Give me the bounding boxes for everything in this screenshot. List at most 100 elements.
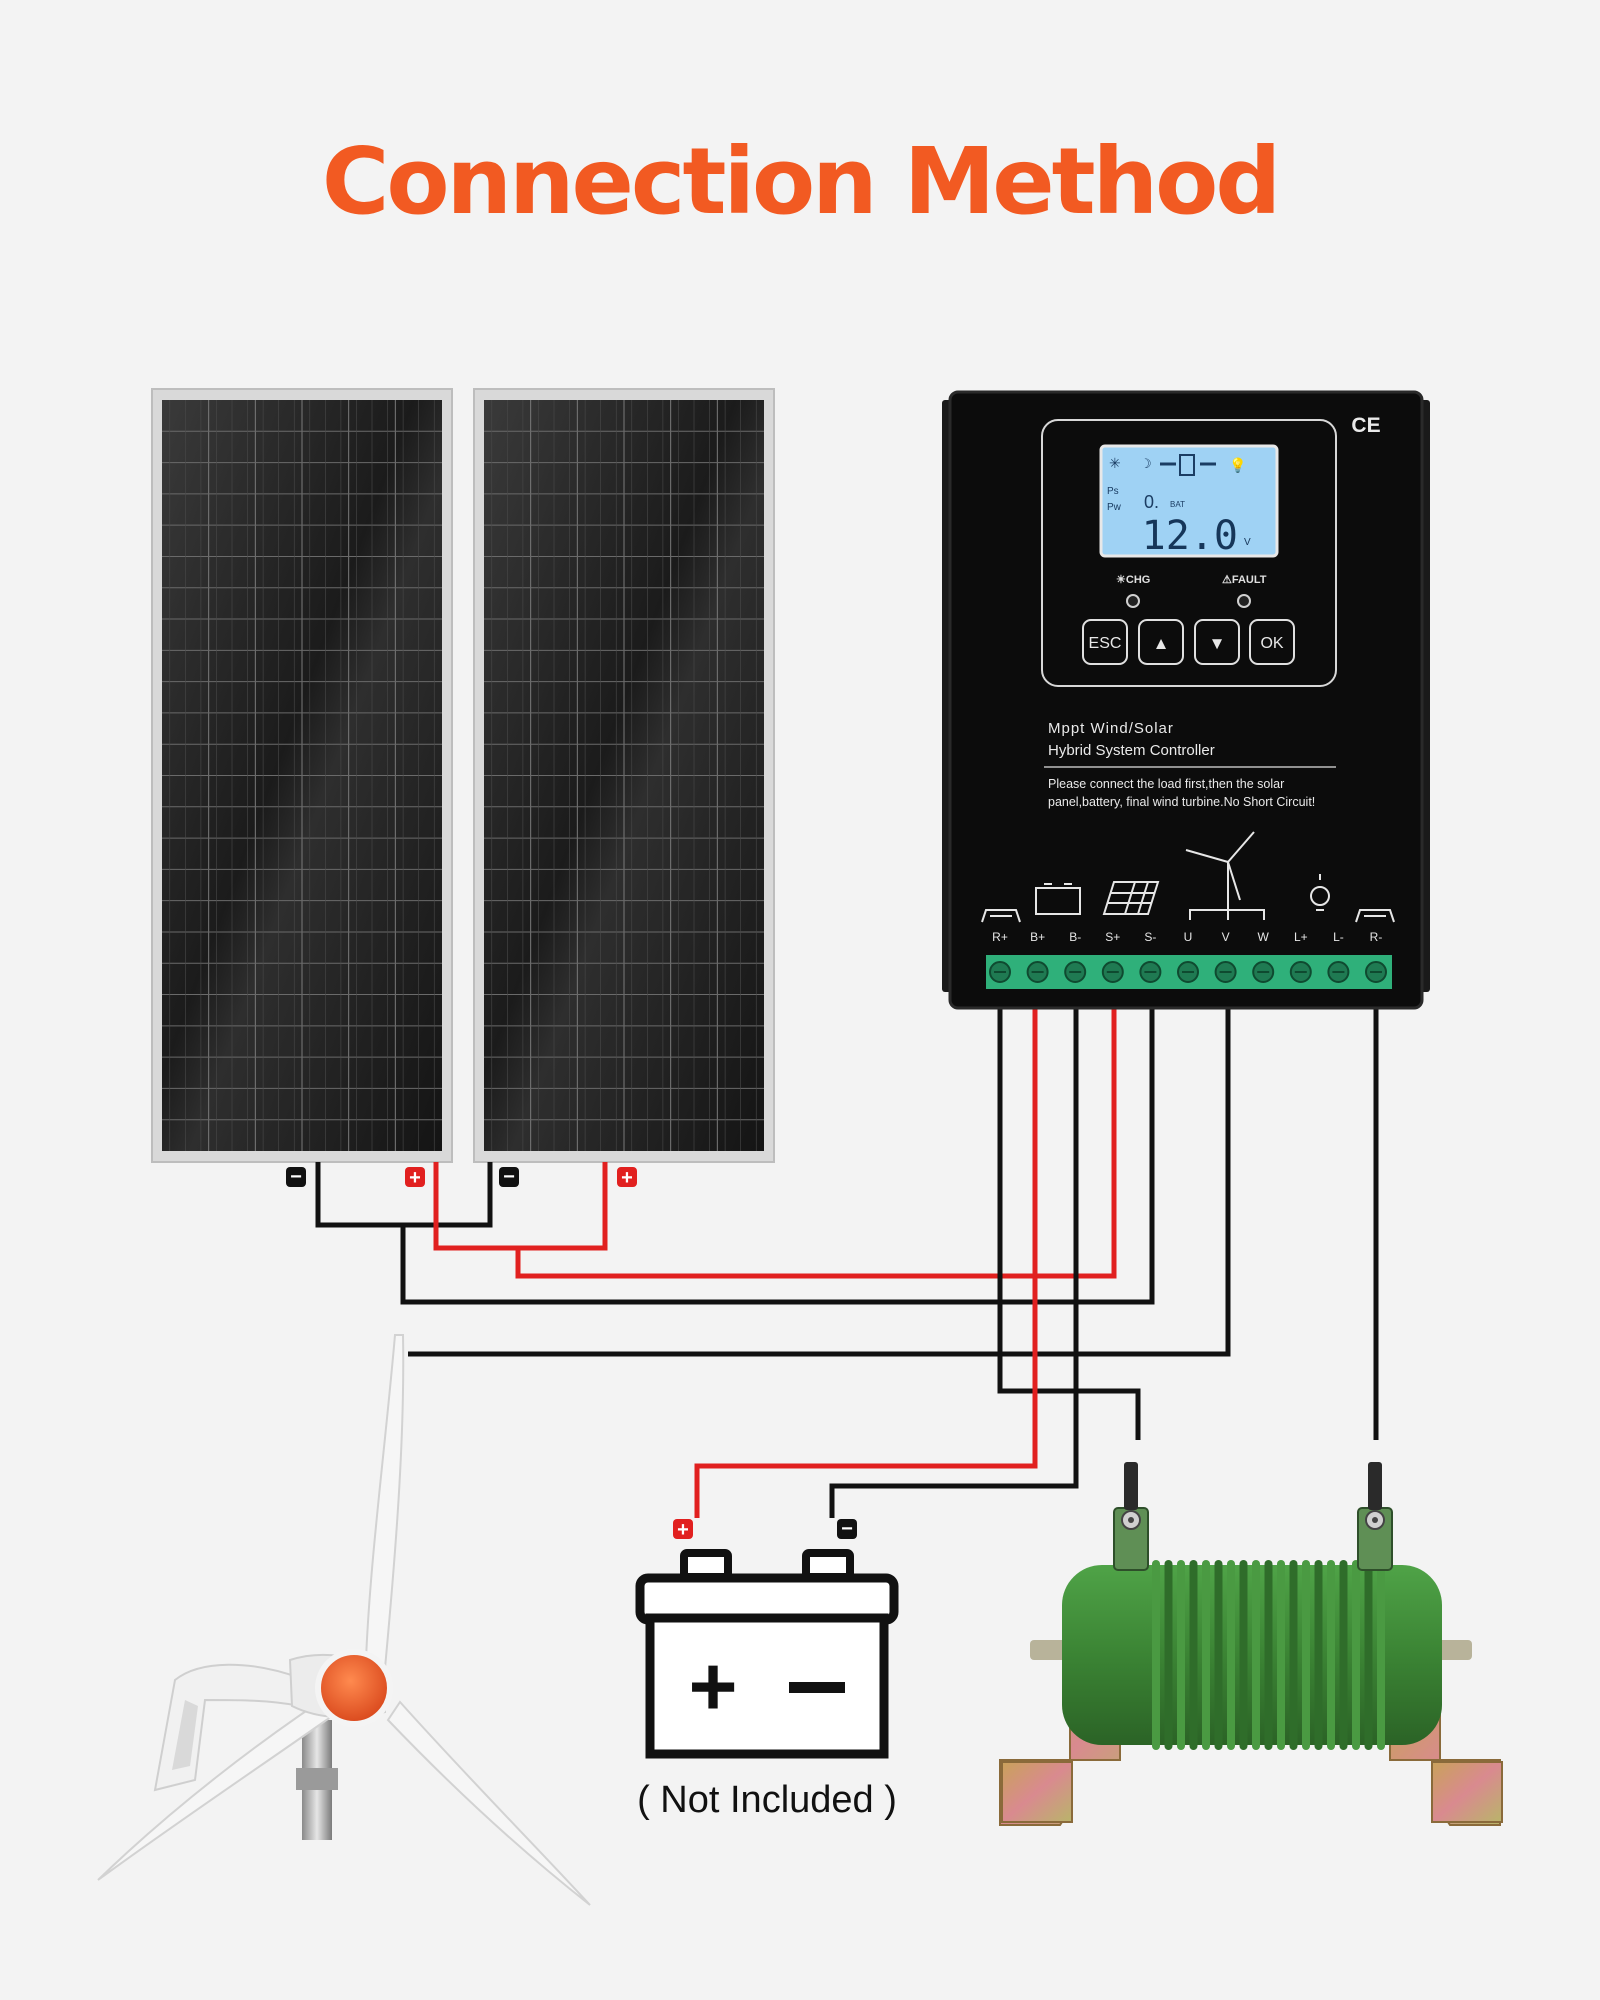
resistor-winding [1177, 1560, 1185, 1750]
lcd-screen: ✳ ☽ 💡 Ps Pw 0. BAT 12.0 V [1099, 444, 1279, 559]
esc-button-label: ESC [1089, 635, 1122, 652]
panel1-negative-terminal: − [286, 1166, 306, 1188]
terminal-label-w: W [1258, 930, 1270, 944]
resistor-terminal-left [1113, 1462, 1149, 1571]
up-button[interactable]: ▲ [1138, 619, 1184, 665]
panel-cell-grid [484, 400, 764, 1151]
panel1-positive-terminal: + [405, 1167, 425, 1189]
wind-turbine [97, 1334, 591, 1906]
panel2-negative-terminal: − [499, 1166, 519, 1188]
svg-text:+: + [677, 1519, 689, 1541]
battery-positive-symbol: + [688, 1639, 737, 1733]
battery-positive-wire [694, 1008, 1038, 1518]
resistor-winding [1152, 1560, 1160, 1750]
page-title: Connection Method [321, 128, 1281, 235]
negative-sign: − [290, 1166, 302, 1188]
sun-icon: ✳ [1109, 455, 1121, 471]
terminal-label-lminus: L- [1333, 930, 1344, 944]
resistor-winding [1202, 1560, 1210, 1750]
terminal-label-u: U [1184, 930, 1193, 944]
dump-load-positive-wire [997, 1008, 1141, 1440]
resistor-winding [1339, 1560, 1348, 1750]
resistor-winding [1189, 1560, 1198, 1750]
wires [315, 1008, 1379, 1518]
positive-sign: + [409, 1167, 421, 1189]
controller-name-line1: Mppt Wind/Solar [1048, 720, 1174, 737]
solar-negative-wire [400, 1008, 1155, 1305]
fault-led [1237, 594, 1251, 608]
solar-positive-wire [515, 1008, 1117, 1279]
terminal-label-bminus: B- [1069, 930, 1081, 944]
resistor-winding [1364, 1560, 1373, 1750]
turbine-tail [153, 1663, 301, 1792]
resistor-winding [1289, 1560, 1298, 1750]
lcd-voltage-value: 12.0 [1142, 513, 1238, 559]
lcd-battery-icon [1179, 454, 1195, 476]
terminal-label-rplus: R+ [992, 930, 1008, 944]
ok-button[interactable]: OK [1249, 619, 1295, 665]
terminal-label-rminus: R- [1370, 930, 1383, 944]
turbine-blade-up [364, 1334, 405, 1670]
resistor-winding [1264, 1560, 1273, 1750]
panel-negative-link-wire [315, 1162, 493, 1228]
dump-load-resistor [999, 1462, 1503, 1826]
panel-positive-link-wire [433, 1162, 608, 1251]
battery-caption: ( Not Included ) [637, 1779, 897, 1821]
lcd-pw-label: Pw [1107, 502, 1122, 513]
resistor-winding [1164, 1560, 1173, 1750]
terminal-label-sminus: S- [1144, 930, 1156, 944]
down-arrow-icon: ▼ [1209, 634, 1226, 653]
svg-text:−: − [841, 1518, 853, 1540]
ok-button-label: OK [1260, 635, 1283, 652]
terminal-label-splus: S+ [1105, 930, 1120, 944]
panel2-positive-terminal: + [617, 1167, 637, 1189]
controller-name-line2: Hybrid System Controller [1048, 742, 1215, 759]
resistor-icon [1355, 909, 1395, 923]
terminal-label-v: V [1222, 930, 1230, 944]
lcd-voltage-unit: V [1244, 537, 1251, 548]
charge-led [1126, 594, 1140, 608]
battery-negative-symbol [789, 1682, 845, 1693]
solar-panel-2 [473, 388, 775, 1163]
moon-icon: ☽ [1140, 456, 1152, 471]
lcd-ps-label: Ps [1107, 486, 1119, 497]
lcd-load-icon: 💡 [1229, 457, 1246, 474]
resistor-winding [1302, 1560, 1310, 1750]
resistor-winding [1239, 1560, 1248, 1750]
panel-cell-grid [162, 400, 442, 1151]
resistor-winding [1277, 1560, 1285, 1750]
terminal-icons [981, 831, 1395, 923]
bulb-icon [1310, 874, 1330, 911]
hybrid-controller: CE ✳ ☽ 💡 Ps Pw 0. BAT 12.0 V ☀CHG ⚠FAULT [942, 390, 1430, 1010]
resistor-windings [1152, 1560, 1385, 1750]
negative-sign: − [503, 1166, 515, 1188]
down-button[interactable]: ▼ [1194, 619, 1240, 665]
controller-note-line2: panel,battery, final wind turbine.No Sho… [1048, 795, 1315, 809]
resistor-winding [1252, 1560, 1260, 1750]
resistor-winding [1214, 1560, 1223, 1750]
turbine-hub [315, 1649, 393, 1727]
ce-mark: CE [1351, 414, 1380, 437]
resistor-winding [1327, 1560, 1335, 1750]
resistor-winding [1314, 1560, 1323, 1750]
controller-note-line1: Please connect the load first,then the s… [1048, 777, 1284, 791]
turbine-blade-right [386, 1700, 591, 1906]
esc-button[interactable]: ESC [1082, 619, 1128, 665]
charge-indicator-label: ☀CHG [1116, 574, 1150, 586]
terminal-label-lplus: L+ [1294, 930, 1308, 944]
battery-positive-marker: + [673, 1519, 693, 1541]
terminal-screws [989, 961, 1387, 983]
battery: + + − ( Not Included ) [635, 1518, 899, 1821]
solar-panel-icon [1102, 881, 1160, 915]
battery-negative-wire [829, 1008, 1079, 1518]
resistor-winding [1227, 1560, 1235, 1750]
turbine-pole-collar [296, 1768, 338, 1790]
resistor-winding [1352, 1560, 1360, 1750]
lcd-small-digits: 0. [1144, 492, 1159, 512]
resistor-terminal-right [1357, 1462, 1393, 1571]
resistor-winding [1377, 1560, 1385, 1750]
wind-turbine-icon [1185, 831, 1265, 920]
battery-body [645, 1613, 889, 1759]
